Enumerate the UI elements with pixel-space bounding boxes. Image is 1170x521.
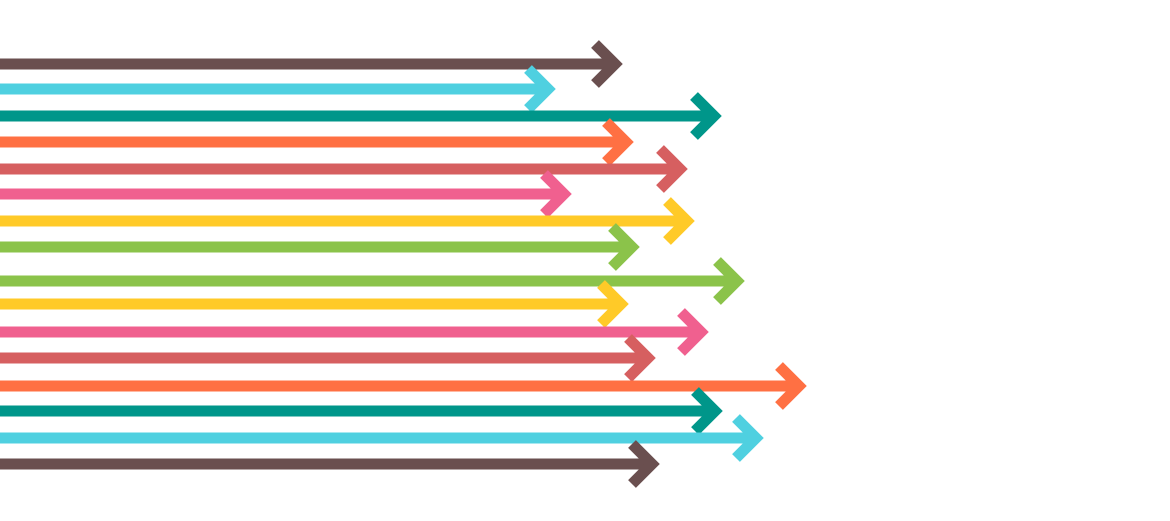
arrow-5 [0,145,688,193]
arrow-11 [0,308,709,356]
arrow-head [602,118,634,166]
arrow-12 [0,334,656,382]
arrow-head [713,257,745,305]
arrow-head [608,223,640,271]
arrow-16 [0,440,660,488]
arrow-head [524,65,556,113]
arrow-10 [0,280,629,328]
arrow-head [691,387,723,435]
arrow-15 [0,414,764,462]
arrow-head [732,414,764,462]
arrow-6 [0,170,572,218]
arrow-2 [0,65,556,113]
arrow-head [624,334,656,382]
arrow-head [656,145,688,193]
arrow-9 [0,257,745,305]
arrow-3 [0,92,722,140]
arrow-head [540,170,572,218]
arrow-head [690,92,722,140]
arrow-8 [0,223,640,271]
arrow-13 [0,362,807,410]
arrow-4 [0,118,634,166]
arrow-7 [0,197,695,245]
arrow-head [775,362,807,410]
arrow-1 [0,40,623,88]
arrow-14 [0,387,723,435]
arrow-head [597,280,629,328]
arrow-head [677,308,709,356]
arrow-head [663,197,695,245]
arrow-head [628,440,660,488]
arrow-head [591,40,623,88]
